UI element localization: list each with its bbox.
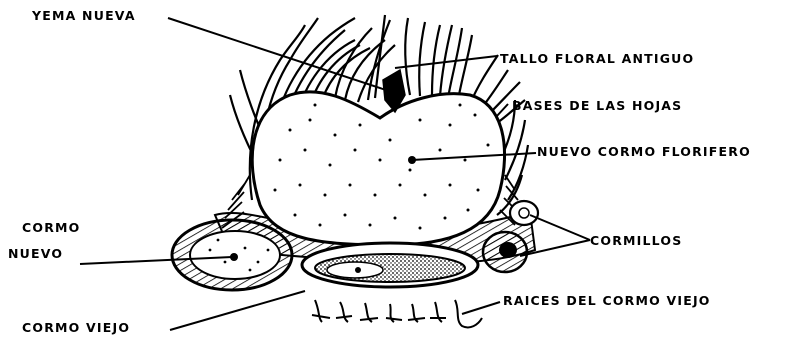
label-cormillos: CORMILLOS [590,233,682,248]
nuevo-cormo-florifero [252,92,504,245]
label-cormo-viejo: CORMO VIEJO [22,320,130,335]
raices [312,300,482,327]
cormillo-upper [510,201,538,225]
cormo-viejo-center [355,267,361,273]
label-cormo-nuevo-line2: NUEVO [8,246,63,261]
label-tallo-floral: TALLO FLORAL ANTIGUO [500,51,694,66]
label-yema-nueva: YEMA NUEVA [31,8,136,23]
label-bases-hojas: BASES DE LAS HOJAS [512,98,682,113]
label-raices: RAICES DEL CORMO VIEJO [503,293,711,308]
label-cormo-nuevo-line1: CORMO [22,220,81,235]
label-nuevo-cormo: NUEVO CORMO FLORIFERO [537,144,751,159]
cormillo-lower-core [499,242,517,258]
